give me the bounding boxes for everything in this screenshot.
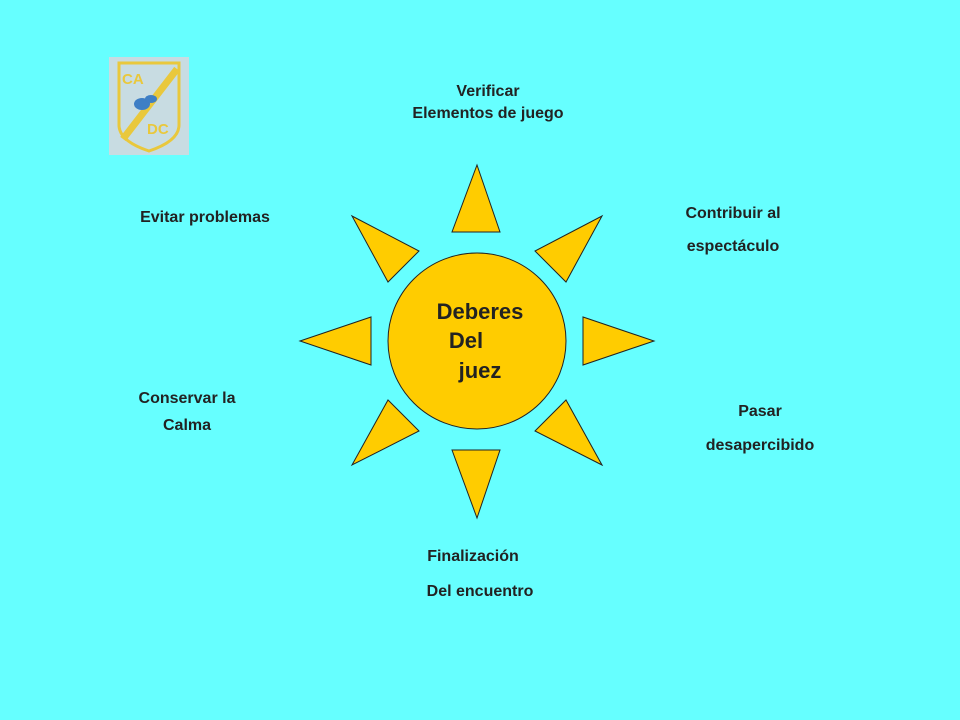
duty-left-line-2: Calma	[162, 417, 212, 434]
sun-ray-bottom-left	[350, 399, 420, 467]
sun-ray-left	[298, 316, 372, 366]
duty-top-left-line-1: Evitar problemas	[140, 209, 270, 226]
duty-top-line-1: Verificar	[456, 83, 520, 100]
duty-top: Verificar Elementos de juego	[378, 81, 598, 125]
logo-bottom-text: DC	[147, 121, 169, 138]
sun-ray-bottom	[451, 449, 501, 520]
sun-ray-top-left	[350, 214, 420, 283]
duty-right-line-1: Pasar	[738, 403, 782, 420]
center-line-1: Deberes	[436, 299, 524, 324]
sun-ray-top	[451, 163, 501, 233]
center-line-3: juez	[458, 358, 502, 383]
logo-shield	[117, 61, 181, 153]
duty-bottom-line-1: Finalización	[427, 548, 519, 565]
duty-bottom-line-2: Del encuentro	[426, 583, 534, 600]
logo-top-text: CA	[122, 71, 144, 88]
duty-right: Pasar desapercibido	[680, 395, 840, 463]
sun-ray-right	[582, 316, 656, 366]
sun-core-title: Deberes Del juez	[400, 298, 560, 386]
duty-top-left: Evitar problemas	[115, 207, 295, 229]
duty-top-right-line-1: Contribuir al	[685, 205, 781, 222]
duty-right-line-2: desapercibido	[705, 437, 815, 454]
duty-top-right: Contribuir al espectáculo	[653, 197, 813, 263]
cadc-logo: CA DC	[109, 57, 189, 155]
duty-left-line-1: Conservar la	[138, 390, 236, 407]
duty-top-right-line-2: espectáculo	[686, 238, 780, 255]
duty-left: Conservar la Calma	[117, 385, 257, 439]
duty-top-line-2: Elementos de juego	[412, 105, 564, 122]
center-line-2: Del	[448, 328, 484, 353]
sun-ray-top-right	[534, 214, 604, 283]
sun-core	[387, 252, 567, 430]
duty-bottom: Finalización Del encuentro	[390, 539, 570, 609]
sun-ray-bottom-right	[534, 399, 604, 467]
logo-wing-icon	[145, 95, 157, 103]
